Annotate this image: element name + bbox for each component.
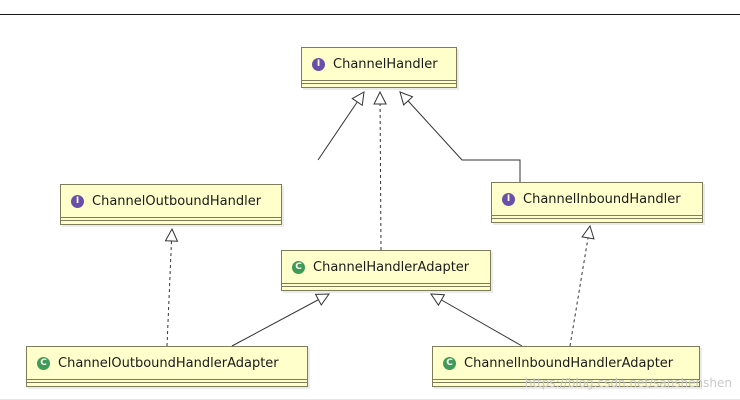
channel-outbound-handler-node: I ChannelOutboundHandler xyxy=(60,184,282,225)
node-label: ChannelOutboundHandlerAdapter xyxy=(58,355,279,371)
edge-channel-inbound-handler-adapter-extends-channel-handler-adapter xyxy=(430,293,523,347)
node-label: ChannelHandlerAdapter xyxy=(313,259,470,275)
edge-channel-inbound-handler-adapter-implements-channel-inbound-handler xyxy=(569,224,595,347)
node-label: ChannelInboundHandlerAdapter xyxy=(464,355,674,371)
interface-icon: I xyxy=(502,192,515,206)
edge-channel-outbound-handler-adapter-implements-channel-outbound-handler xyxy=(164,227,179,347)
interface-icon: I xyxy=(312,57,325,71)
node-label: ChannelInboundHandler xyxy=(523,191,681,207)
class-icon: C xyxy=(37,356,50,370)
class-icon: C xyxy=(443,356,456,370)
channel-handler-adapter-node: C ChannelHandlerAdapter xyxy=(281,250,491,291)
channel-inbound-handler-node: I ChannelInboundHandler xyxy=(491,182,703,223)
hollow-arrowhead-icon xyxy=(373,90,387,105)
channel-handler-node: I ChannelHandler xyxy=(301,47,457,88)
hollow-arrowhead-icon xyxy=(581,224,595,240)
edge-channel-inbound-handler-extends-channel-handler xyxy=(399,91,521,182)
watermark-text: https://blog.csdn.net/sanshenshen xyxy=(524,376,732,390)
top-border-line xyxy=(0,14,740,15)
hollow-arrowhead-icon xyxy=(430,293,446,307)
interface-icon: I xyxy=(71,194,84,208)
hollow-arrowhead-icon xyxy=(164,227,179,242)
channel-outbound-handler-adapter-node: C ChannelOutboundHandlerAdapter xyxy=(26,346,308,387)
hollow-arrowhead-icon xyxy=(399,91,414,106)
edge-channel-outbound-handler-adapter-extends-channel-handler-adapter xyxy=(231,293,330,347)
node-label: ChannelHandler xyxy=(333,56,438,72)
class-icon: C xyxy=(292,260,305,274)
channel-inbound-handler-adapter-node: C ChannelInboundHandlerAdapter xyxy=(432,346,700,387)
edge-channel-outbound-handler-extends-channel-handler xyxy=(317,91,365,161)
edge-channel-handler-adapter-implements-channel-handler xyxy=(373,90,387,251)
hollow-arrowhead-icon xyxy=(314,293,330,306)
hollow-arrowhead-icon xyxy=(351,91,365,107)
node-label: ChannelOutboundHandler xyxy=(92,193,262,209)
